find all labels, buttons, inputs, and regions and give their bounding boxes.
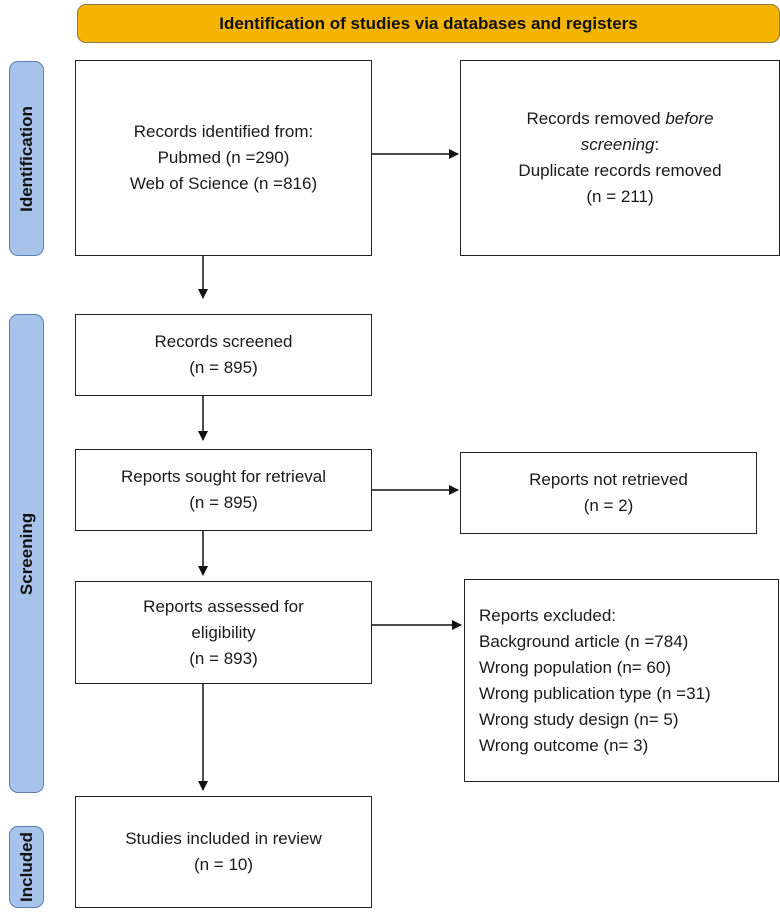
records-removed-line3: Duplicate records removed — [518, 161, 722, 180]
reports-assessed-label-1: Reports assessed for — [143, 596, 304, 616]
records-removed-count: (n = 211) — [586, 187, 654, 206]
phase-screening: Screening — [9, 314, 44, 793]
phase-identification: Identification — [9, 61, 44, 256]
records-removed-line1: Records removed before — [526, 109, 714, 128]
records-removed-box: Records removed before screening: Duplic… — [460, 60, 780, 256]
excluded-reason: Background article (n =784) — [479, 631, 689, 651]
records-screened-label: Records screened — [154, 332, 293, 351]
records-removed-line2: screening: — [580, 135, 660, 154]
records-identified-line1: Records identified from: — [133, 122, 314, 141]
records-identified-wos: Web of Science (n =816) — [129, 174, 318, 193]
reports-assessed-box: Reports assessed for eligibility (n = 89… — [75, 581, 372, 684]
reports-sought-count: (n = 895) — [189, 493, 258, 512]
reports-assessed-count: (n = 893) — [189, 648, 258, 668]
reports-sought-label: Reports sought for retrieval — [120, 467, 327, 486]
banner-title: Identification of studies via databases … — [219, 13, 638, 33]
records-screened-box: Records screened (n = 895) — [75, 314, 372, 396]
reports-not-retrieved-count: (n = 2) — [583, 496, 634, 515]
reports-sought-box: Reports sought for retrieval (n = 895) — [75, 449, 372, 531]
reports-assessed-label-2: eligibility — [191, 622, 256, 642]
studies-included-count: (n = 10) — [193, 855, 254, 874]
studies-included-box: Studies included in review (n = 10) — [75, 796, 372, 908]
excluded-reason: Wrong outcome (n= 3) — [479, 735, 649, 755]
excluded-reason: Wrong publication type (n =31) — [479, 683, 711, 703]
records-identified-box: Records identified from: Pubmed (n =290)… — [75, 60, 372, 256]
phase-included: Included — [9, 826, 44, 908]
records-identified-pubmed: Pubmed (n =290) — [157, 148, 290, 167]
records-screened-count: (n = 895) — [189, 358, 258, 377]
studies-included-label: Studies included in review — [125, 829, 322, 848]
excluded-reason: Wrong study design (n= 5) — [479, 709, 679, 729]
header-banner: Identification of studies via databases … — [77, 4, 780, 43]
reports-not-retrieved-label: Reports not retrieved — [529, 470, 688, 489]
reports-excluded-box: Reports excluded: Background article (n … — [464, 579, 779, 782]
reports-not-retrieved-box: Reports not retrieved (n = 2) — [460, 452, 757, 534]
reports-excluded-title: Reports excluded: — [479, 605, 617, 625]
excluded-reason: Wrong population (n= 60) — [479, 657, 672, 677]
